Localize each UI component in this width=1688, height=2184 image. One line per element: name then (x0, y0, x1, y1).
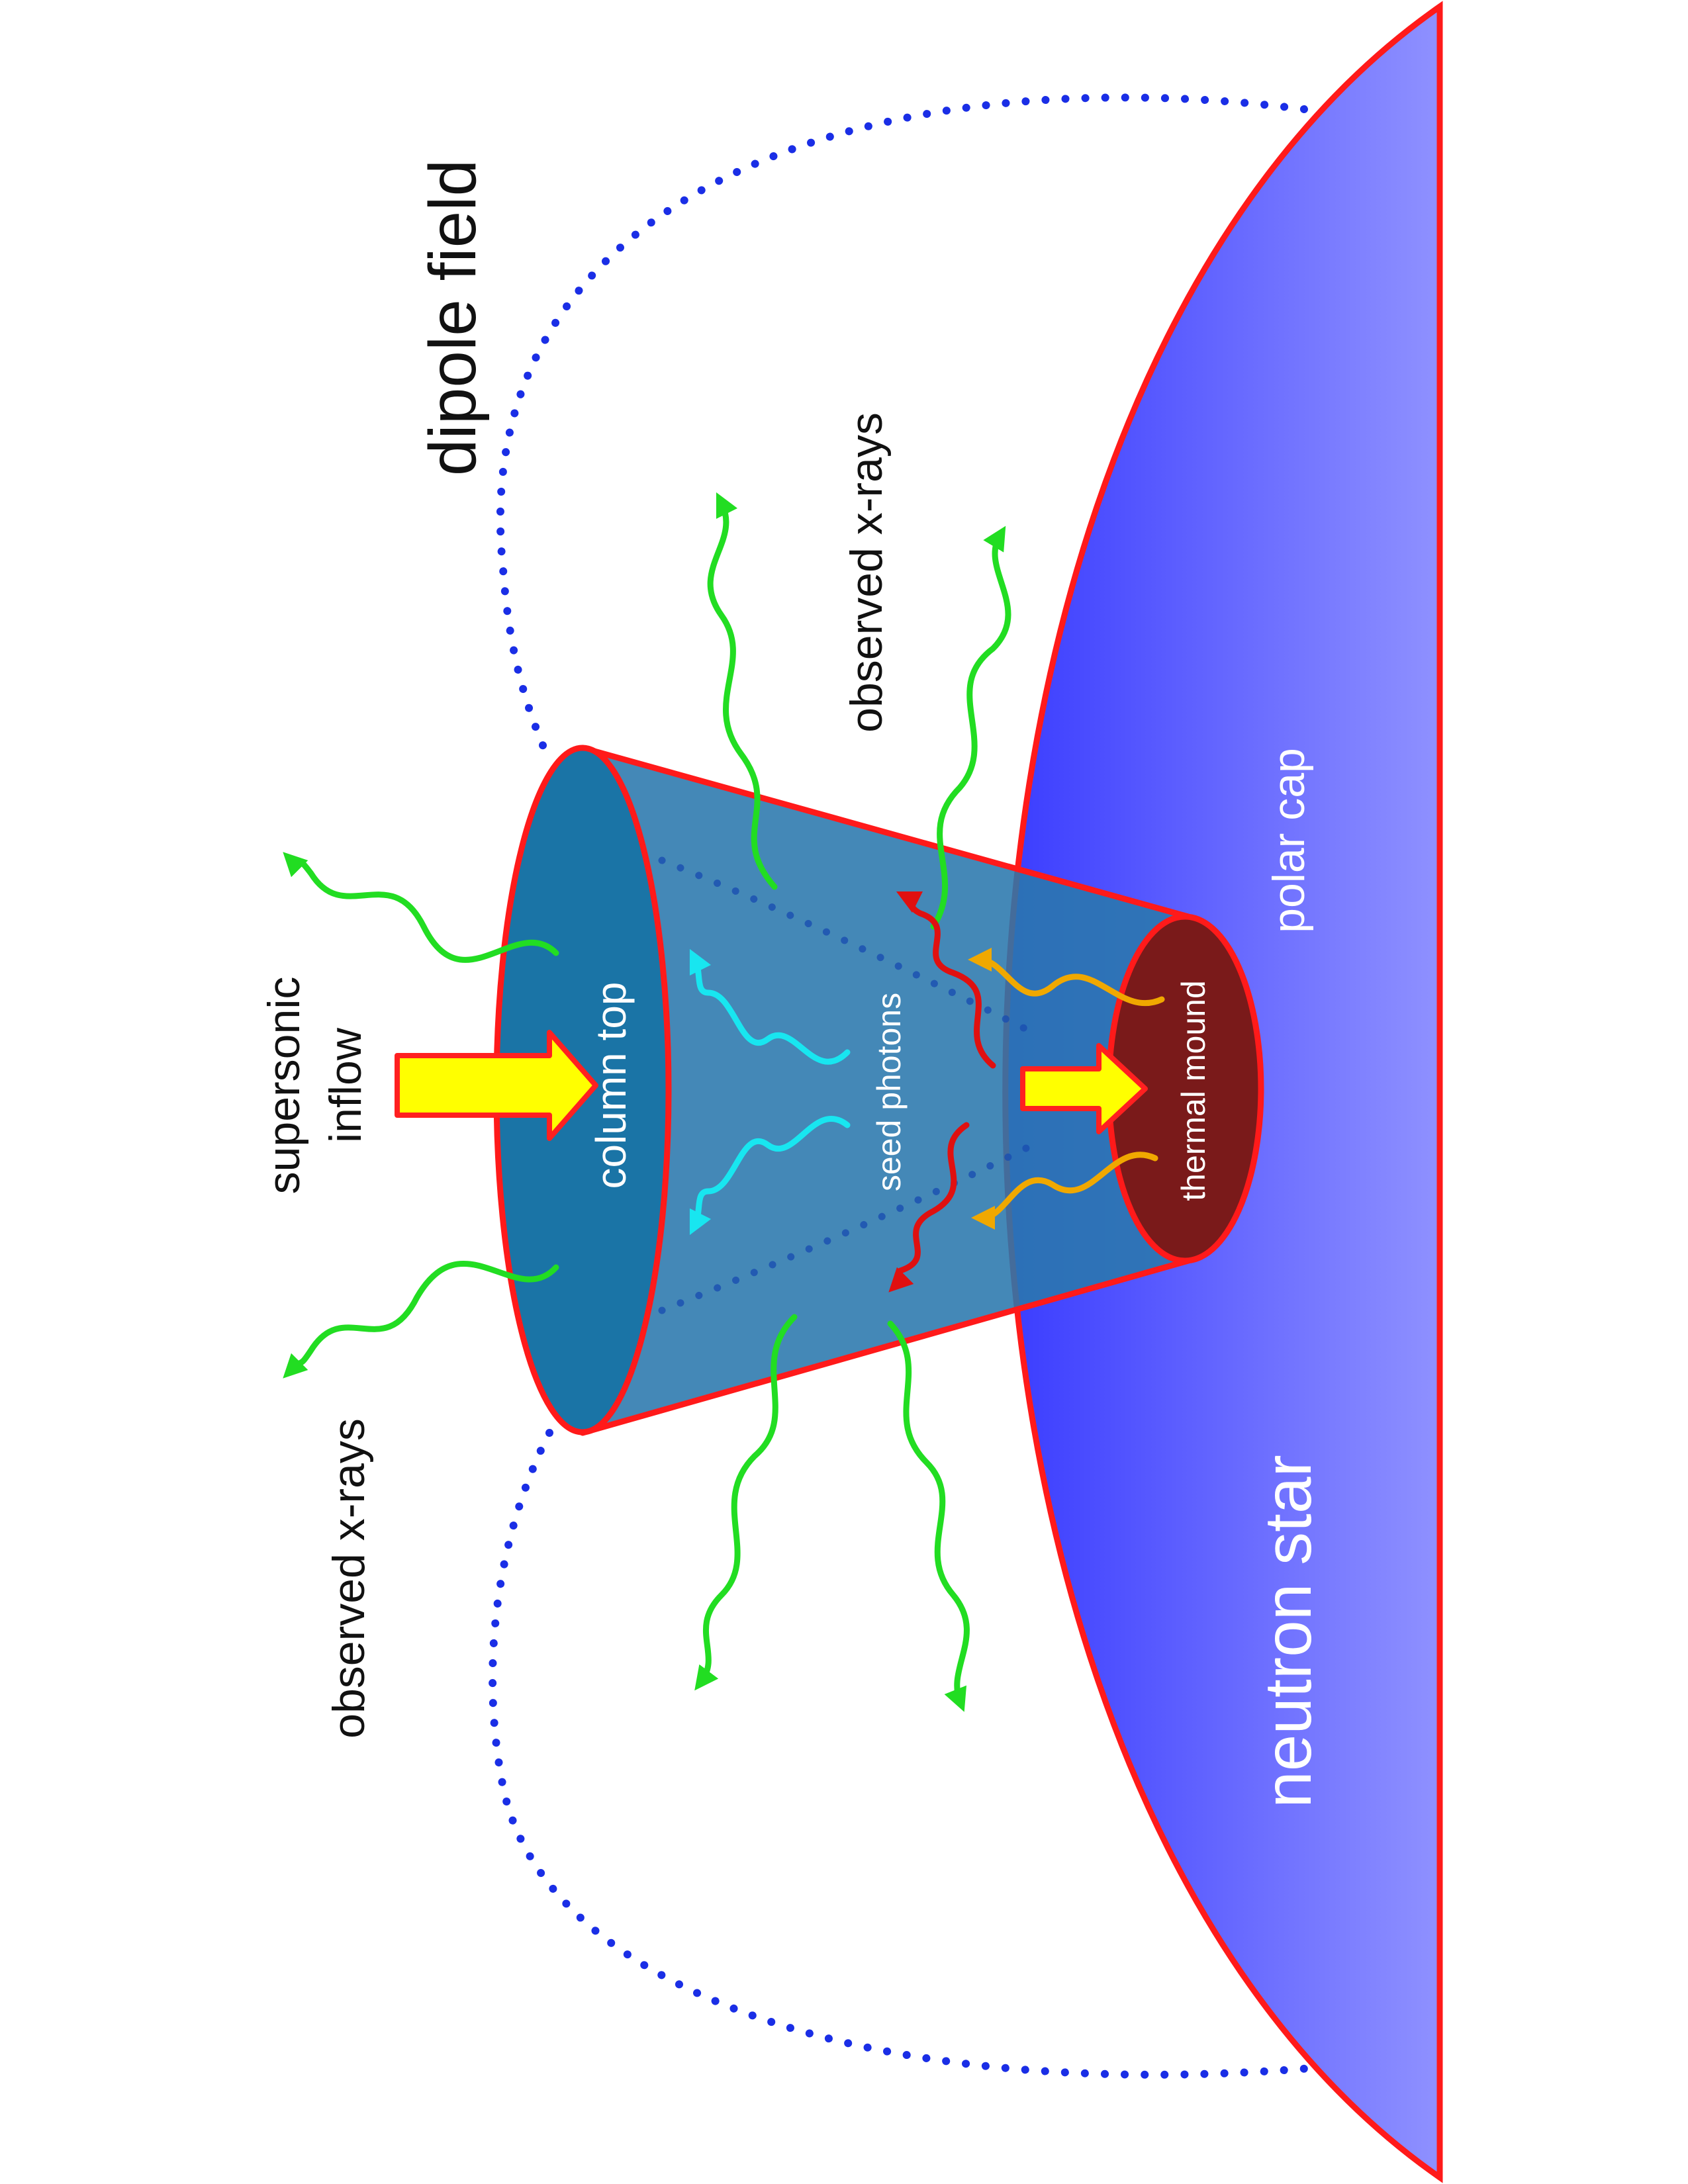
column-top-label: column top (587, 981, 635, 1189)
supersonic-label: supersonic (259, 977, 309, 1195)
field-line-upper (496, 93, 1308, 765)
photon-squiggle-icon (968, 948, 1165, 1007)
photon-squiggle-icon (689, 1116, 851, 1236)
photon-squiggle-icon (887, 1320, 970, 1712)
photon-squiggle-icon (896, 891, 996, 1069)
photon-squiggle-icon (707, 492, 778, 890)
inflow-arrow-icon (395, 1030, 598, 1141)
inflow-label: inflow (320, 1027, 371, 1143)
mound-photons-orange (968, 948, 1165, 1230)
photon-squiggle-icon (283, 1261, 559, 1379)
photon-squiggle-icon (888, 1122, 970, 1293)
seed-photons-label: seed photons (870, 993, 908, 1191)
photon-squiggle-icon (930, 525, 1011, 930)
seed-photons-red (888, 891, 996, 1293)
observed-xrays-label-left: observed x-rays (324, 1418, 374, 1739)
photon-squiggle-icon (283, 852, 559, 963)
accretion-column (493, 745, 1264, 1436)
polar-cap-label: polar cap (1264, 748, 1314, 933)
neutron-star-label: neutron star (1251, 1455, 1325, 1808)
mound-arrow-icon (1020, 1043, 1148, 1134)
dipole-field-label: dipole field (416, 159, 490, 476)
thermal-mound-label: thermal mound (1175, 980, 1212, 1201)
observed-xrays-label-right: observed x-rays (841, 412, 892, 733)
field-line-lower (489, 1429, 1315, 2079)
photon-squiggle-icon (689, 948, 851, 1065)
seed-photons-cyan (689, 948, 851, 1236)
photon-squiggle-icon (971, 1152, 1158, 1230)
photon-squiggle-icon (694, 1314, 798, 1691)
observed-xray-photons (283, 492, 1011, 1712)
dipole-field-lines (489, 93, 1315, 2079)
